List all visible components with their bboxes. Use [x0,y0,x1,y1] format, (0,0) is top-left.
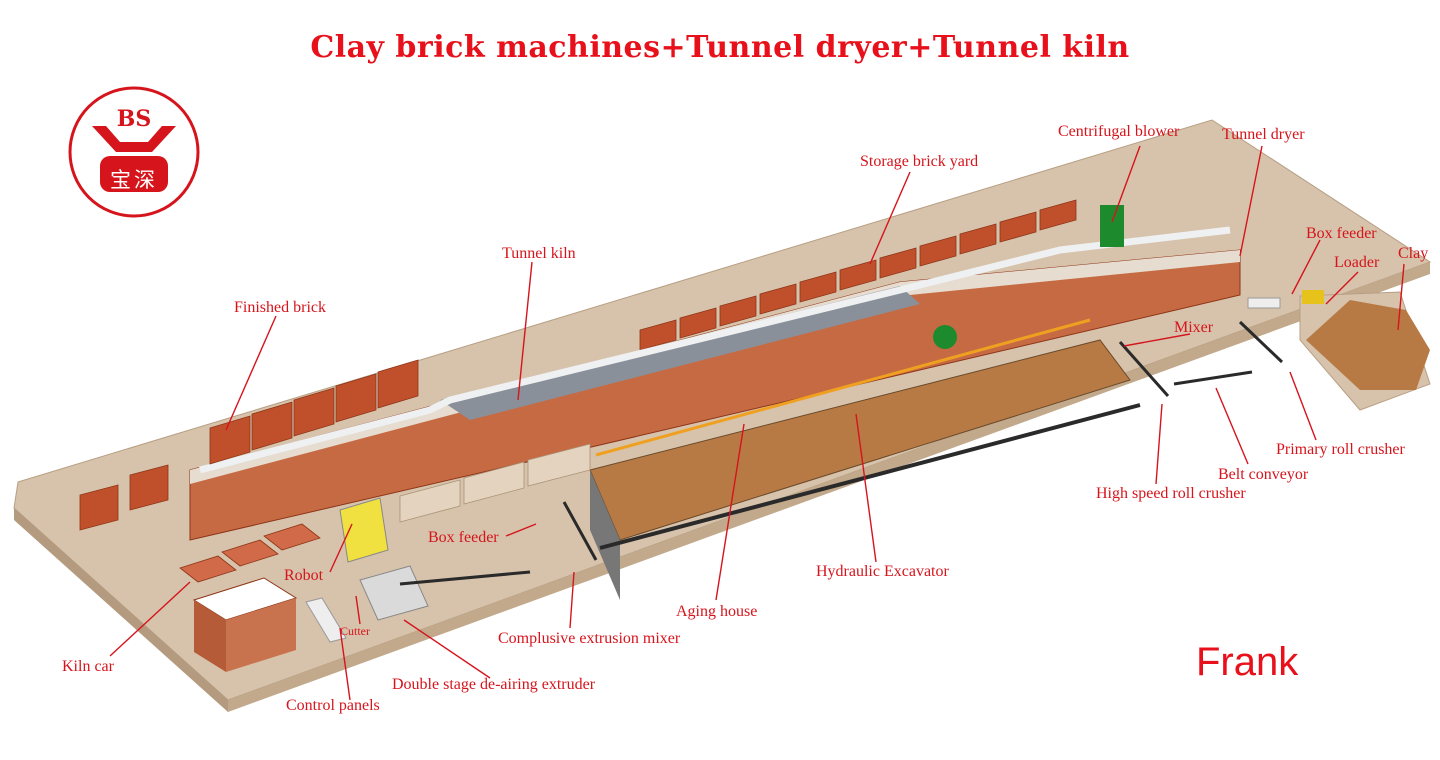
label-arrows [109,145,1405,701]
label-storage-brick-yard: Storage brick yard [860,153,979,170]
label-finished-brick: Finished brick [234,299,326,316]
logo-chinese-text: 宝深 [110,168,158,192]
signature-frank: Frank [1196,640,1299,684]
diagram-title: Clay brick machines+Tunnel dryer+Tunnel … [310,30,1130,65]
loader-vehicle [1302,290,1324,304]
label-robot: Robot [284,567,324,584]
floor-edge-left [14,508,228,712]
hot-air-duct [199,226,1231,474]
centrifugal-blower-unit [1100,205,1124,247]
label-clay: Clay [1398,245,1429,262]
kiln-cars [179,523,321,583]
bs-logo: BS 宝深 [66,86,202,218]
label-box-feeder-top: Box feeder [1306,225,1377,242]
storage-brick-stacks [639,199,1077,351]
label-box-feeder-bottom: Box feeder [428,529,499,546]
label-cutter: Cutter [340,624,370,638]
belt-conveyor-line [1173,370,1253,386]
label-complusive-extrusion-mixer: Complusive extrusion mixer [498,630,681,647]
finished-brick-stacks [79,359,419,531]
label-control-panels: Control panels [286,697,380,714]
kiln-roof-panel [440,286,920,420]
feeder-conveyor [562,501,598,561]
label-kiln-car: Kiln car [62,658,114,675]
logo-emblem [68,86,200,218]
control-room-left [194,600,226,672]
label-mixer: Mixer [1174,319,1214,336]
aging-house-wall [590,470,620,600]
label-tunnel-kiln: Tunnel kiln [502,245,576,262]
green-brick-stacks [399,443,591,523]
aging-house-conveyor [599,403,1141,550]
control-panels-unit [305,597,347,643]
box-feeder-unit [1247,297,1281,309]
label-loader: Loader [1334,254,1380,271]
label-primary-roll-crusher: Primary roll crusher [1276,441,1405,458]
label-tunnel-dryer: Tunnel dryer [1222,126,1305,143]
aging-house-rail [595,318,1091,457]
extruder-machine [359,565,429,621]
mixer-conveyor [1118,341,1170,397]
label-belt-conveyor: Belt conveyor [1218,466,1309,483]
label-high-speed-roll-crusher: High speed roll crusher [1096,485,1246,502]
logo-bs-text: BS [116,106,152,132]
label-double-stage-extruder: Double stage de-airing extruder [392,676,596,693]
crusher-conveyor [1238,320,1284,364]
robot-unit [339,497,389,563]
kiln-blower [933,325,957,349]
label-centrifugal-blower: Centrifugal blower [1058,123,1180,140]
extruder-conveyor [399,570,531,586]
control-room-front [226,598,296,672]
label-hydraulic-excavator: Hydraulic Excavator [816,563,949,580]
label-aging-house: Aging house [676,603,758,620]
